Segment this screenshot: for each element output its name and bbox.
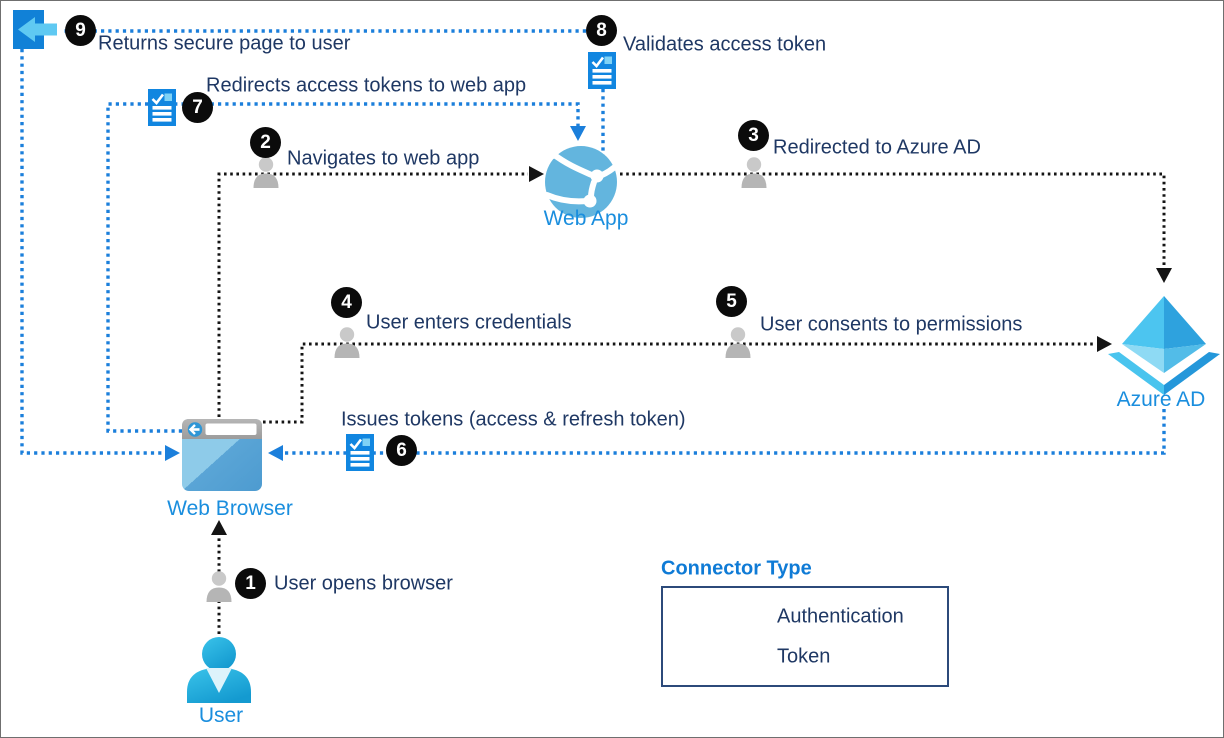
legend-title: Connector Type [661, 557, 812, 580]
web-browser-icon [182, 419, 262, 491]
token-icon [586, 50, 618, 91]
azure-ad-icon [1108, 296, 1220, 395]
web-app-label: Web App [543, 207, 629, 230]
legend-item-token: Token [777, 645, 831, 668]
web-app-icon [544, 146, 621, 218]
token-icon [146, 87, 178, 128]
token-arrowhead-into-browser-right [165, 445, 180, 461]
step-1-badge: 1 [235, 568, 266, 599]
auth-arrowhead-right-azuread [1097, 336, 1112, 352]
step-5-label: User consents to permissions [760, 313, 1023, 336]
web-browser-label: Web Browser [167, 497, 293, 520]
step-8-label: Validates access token [623, 33, 827, 56]
azure-ad-label: Azure AD [1116, 388, 1206, 411]
auth-arrowhead-down-azuread [1156, 268, 1172, 283]
step-3-label: Redirected to Azure AD [773, 136, 981, 159]
auth-line-step4-5 [263, 342, 1096, 424]
token-icon [344, 432, 376, 473]
auth-line-step2 [217, 172, 528, 417]
step-5-badge: 5 [716, 286, 747, 317]
user-label: User [198, 704, 244, 727]
step-9-badge: 9 [65, 15, 96, 46]
token-arrowhead-into-browser-left [268, 445, 283, 461]
token-line-step9-left [20, 49, 164, 455]
legend-box [661, 586, 949, 687]
step-2-label: Navigates to web app [287, 147, 480, 170]
step-7-badge: 7 [182, 92, 213, 123]
step-4-badge: 4 [331, 287, 362, 318]
step-2-badge: 2 [250, 127, 281, 158]
step-8-badge: 8 [586, 15, 617, 46]
step-4-label: User enters credentials [366, 311, 572, 334]
step-9-label: Returns secure page to user [98, 32, 351, 55]
person-silhouette-icon [206, 571, 232, 602]
auth-arrowhead-up [211, 520, 227, 535]
return-page-icon [13, 10, 57, 49]
step-1-label: User opens browser [274, 572, 453, 595]
legend-item-authentication: Authentication [777, 605, 904, 628]
token-line-step6 [284, 409, 1166, 455]
auth-line-step3 [620, 172, 1166, 268]
auth-arrowhead-right-webapp [529, 166, 544, 182]
token-arrowhead-down-webapp [570, 126, 586, 141]
user-icon [187, 637, 251, 703]
step-3-badge: 3 [738, 120, 769, 151]
step-7-label: Redirects access tokens to web app [206, 74, 527, 97]
step-6-label: Issues tokens (access & refresh token) [341, 408, 686, 431]
token-line-step7 [106, 102, 580, 433]
step-6-badge: 6 [386, 435, 417, 466]
